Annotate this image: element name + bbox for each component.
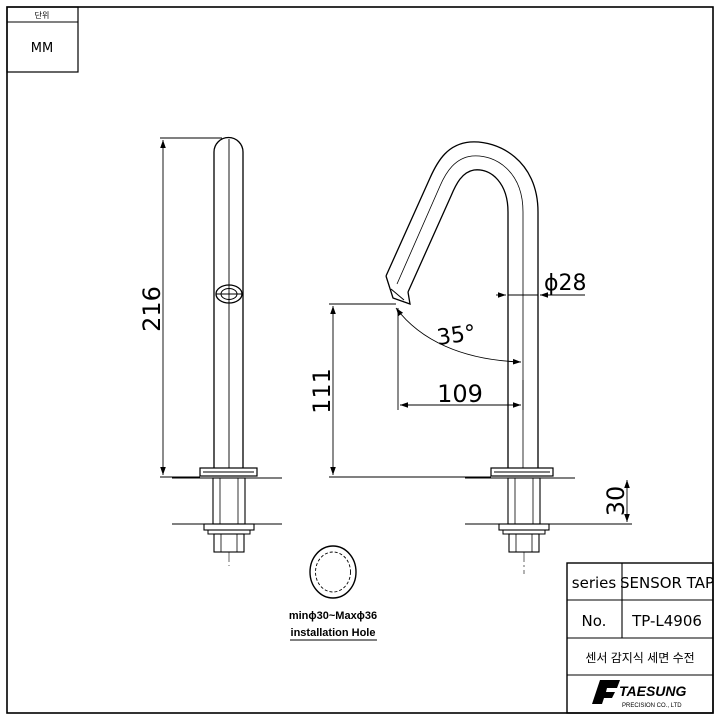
no-value: TP-L4906 [631, 612, 702, 630]
dimension-diameter-28: ϕ28 [496, 271, 587, 298]
dimension-30: 30 [575, 480, 632, 525]
installation-hole [309, 545, 357, 599]
brand-name: TAESUNG [619, 683, 687, 699]
brand-logo: TAESUNG PRECISION CO., LTD [592, 680, 687, 709]
unit-header: 단위 [35, 10, 50, 20]
hole-note-label: installation Hole [291, 627, 376, 639]
front-view-faucet [385, 141, 575, 574]
side-view-faucet [172, 136, 282, 566]
series-label: series [572, 574, 617, 592]
brand-subtitle: PRECISION CO., LTD [622, 703, 682, 709]
title-block: series SENSOR TAP No. TP-L4906 센서 감지식 세면… [566, 562, 714, 714]
dimension-angle-35: 35° [395, 307, 522, 365]
sensor-window [215, 284, 243, 304]
series-value: SENSOR TAP [620, 574, 714, 592]
dimension-109: 109 [397, 308, 524, 410]
dimension-111: 111 [308, 303, 491, 478]
description: 센서 감지식 세면 수전 [585, 651, 694, 665]
dimension-111-label: 111 [308, 368, 336, 414]
dimension-30-label: 30 [602, 486, 630, 517]
unit-box: 단위 MM [6, 6, 79, 73]
no-label: No. [582, 612, 607, 630]
dimension-109-label: 109 [437, 380, 483, 408]
drawing-border [6, 6, 714, 714]
dimension-216: 216 [138, 137, 222, 478]
dimension-angle-35-label: 35° [435, 321, 477, 351]
unit-value: MM [31, 41, 53, 56]
hole-note-size: minϕ30~Maxϕ36 [289, 610, 377, 622]
dimension-216-label: 216 [138, 286, 166, 332]
dimension-diameter-28-label: ϕ28 [544, 271, 587, 296]
